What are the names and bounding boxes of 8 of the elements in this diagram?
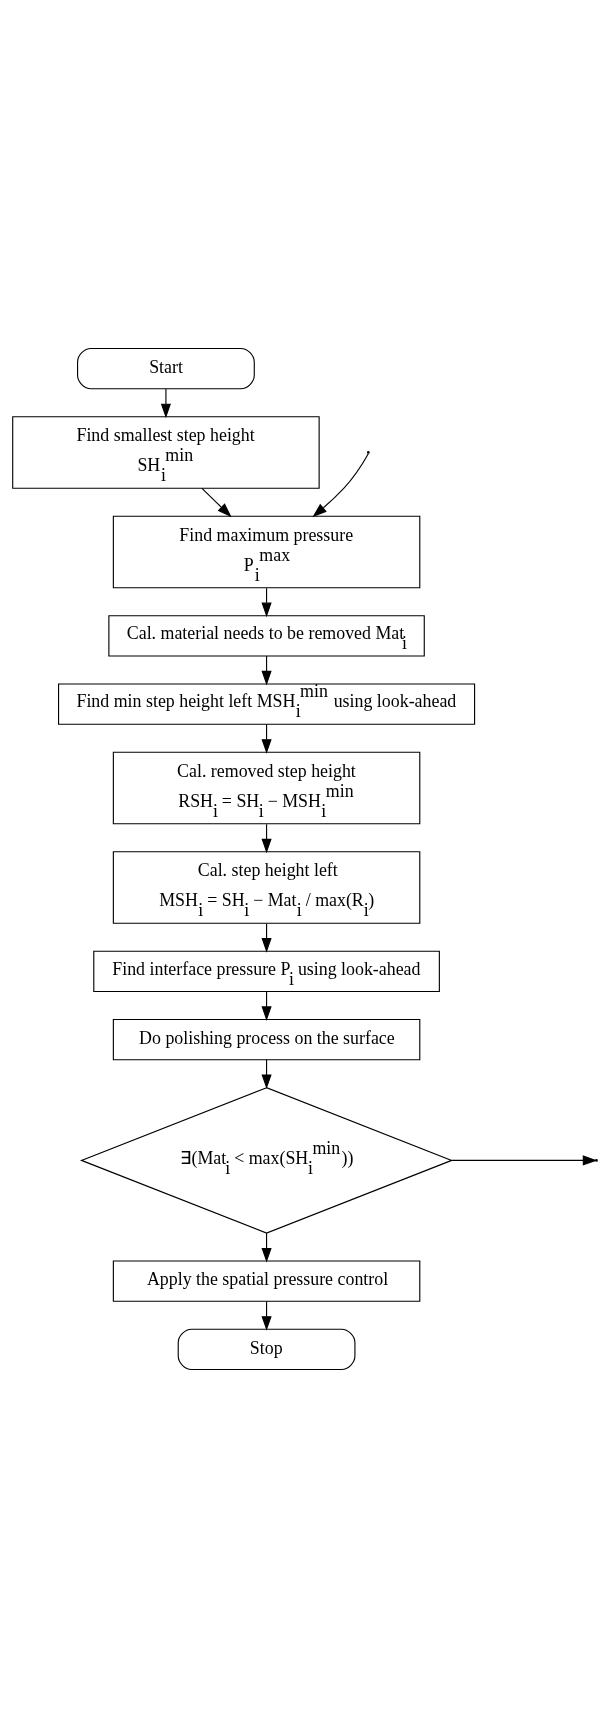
arrow bbox=[312, 452, 369, 517]
node-box: Start bbox=[77, 347, 255, 389]
arrow bbox=[160, 388, 171, 418]
arrow bbox=[451, 1154, 598, 1165]
node-box: Do polishing process on the surface bbox=[112, 1018, 421, 1060]
node-box: Stop bbox=[177, 1328, 356, 1370]
arrow bbox=[201, 487, 232, 517]
node-box: Apply the spatial pressure control bbox=[112, 1260, 421, 1302]
